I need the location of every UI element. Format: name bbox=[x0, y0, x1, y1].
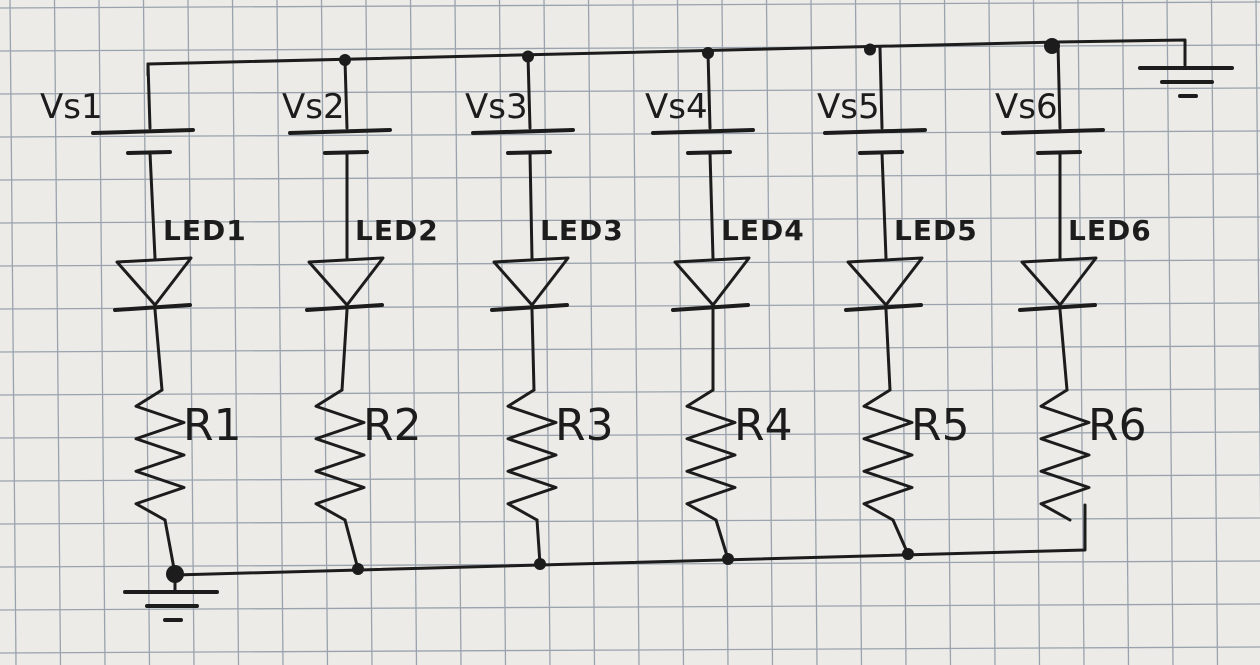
grid-line-vertical bbox=[409, 0, 418, 665]
source-label: Vs3 bbox=[465, 87, 528, 127]
voltage-source-icon bbox=[1001, 128, 1105, 155]
resistor-label: R5 bbox=[911, 400, 970, 451]
grid-line-vertical bbox=[320, 0, 329, 665]
grid-line-vertical bbox=[543, 0, 551, 665]
grid-line-horizontal bbox=[0, 474, 1260, 482]
grid-line-vertical bbox=[276, 0, 284, 665]
led-label: LED5 bbox=[894, 214, 978, 247]
grid-line-vertical bbox=[1077, 0, 1085, 665]
source-label: Vs4 bbox=[645, 87, 708, 127]
bottom-rail-wire bbox=[173, 503, 1087, 577]
resistor-label: R2 bbox=[363, 400, 422, 451]
resistor-label: R3 bbox=[555, 400, 614, 451]
grid-line-vertical bbox=[53, 0, 62, 665]
junction-dot bbox=[864, 43, 876, 56]
grid-line-vertical bbox=[454, 0, 462, 665]
grid-line-vertical bbox=[632, 0, 640, 665]
ground-icon bbox=[1138, 66, 1234, 98]
led-label: LED4 bbox=[721, 214, 805, 247]
grid-line-vertical bbox=[187, 0, 195, 665]
resistor-icon bbox=[862, 388, 914, 522]
led-diode-icon bbox=[113, 256, 193, 312]
grid-line-vertical bbox=[1166, 0, 1174, 665]
grid-line-vertical bbox=[1210, 0, 1219, 665]
grid-line-horizontal bbox=[0, 87, 1260, 95]
resistor-icon bbox=[134, 388, 186, 522]
grid-line-horizontal bbox=[0, 173, 1260, 181]
voltage-source-icon bbox=[91, 128, 195, 155]
resistor-label: R4 bbox=[734, 400, 793, 451]
led-diode-icon bbox=[305, 256, 385, 312]
resistor-icon bbox=[1039, 388, 1091, 522]
voltage-source-icon bbox=[823, 128, 927, 155]
grid-line-vertical bbox=[765, 0, 774, 665]
voltage-source-icon bbox=[471, 128, 575, 155]
grid-line-horizontal bbox=[0, 1, 1260, 9]
junction-dot bbox=[1044, 38, 1060, 54]
source-label: Vs6 bbox=[995, 87, 1058, 127]
grid-line-horizontal bbox=[0, 517, 1260, 525]
grid-line-horizontal bbox=[0, 431, 1260, 439]
grid-line-horizontal bbox=[0, 302, 1260, 310]
grid-line-vertical bbox=[854, 0, 863, 665]
resistor-icon bbox=[685, 388, 737, 522]
source-label: Vs1 bbox=[40, 87, 103, 127]
grid-line-horizontal bbox=[0, 216, 1260, 224]
resistor-label: R6 bbox=[1088, 400, 1147, 451]
grid-line-vertical bbox=[988, 0, 996, 665]
led-diode-icon bbox=[844, 256, 924, 312]
grid-line-vertical bbox=[365, 0, 373, 665]
led-diode-icon bbox=[1018, 256, 1098, 312]
grid-line-horizontal bbox=[0, 603, 1260, 611]
grid-line-vertical bbox=[1255, 0, 1260, 516]
grid-line-horizontal bbox=[0, 345, 1260, 353]
grid-line-vertical bbox=[676, 0, 685, 665]
top-rail-wire bbox=[146, 38, 1187, 77]
led-label: LED3 bbox=[540, 214, 624, 247]
led-label: LED1 bbox=[163, 214, 247, 247]
led-label: LED6 bbox=[1068, 214, 1152, 247]
resistor-label: R1 bbox=[183, 400, 242, 451]
resistor-icon bbox=[314, 388, 366, 522]
grid-line-horizontal bbox=[0, 388, 1260, 396]
grid-line-horizontal bbox=[0, 646, 1260, 654]
grid-line-vertical bbox=[1121, 0, 1130, 665]
grid-line-vertical bbox=[9, 0, 17, 665]
voltage-source-icon bbox=[651, 128, 755, 155]
led-label: LED2 bbox=[355, 214, 439, 247]
source-label: Vs2 bbox=[282, 87, 345, 127]
grid-line-vertical bbox=[1032, 0, 1041, 665]
grid-line-vertical bbox=[810, 0, 818, 665]
grid-line-vertical bbox=[98, 0, 106, 665]
source-label: Vs5 bbox=[817, 87, 880, 127]
ground-icon bbox=[123, 590, 219, 622]
led-diode-icon bbox=[671, 256, 751, 312]
grid-line-vertical bbox=[587, 0, 596, 665]
grid-line-vertical bbox=[142, 0, 151, 665]
led-diode-icon bbox=[490, 256, 570, 312]
grid-line-vertical bbox=[231, 0, 240, 665]
resistor-icon bbox=[506, 388, 558, 522]
grid-line-vertical bbox=[498, 0, 507, 665]
voltage-source-icon bbox=[288, 128, 392, 155]
